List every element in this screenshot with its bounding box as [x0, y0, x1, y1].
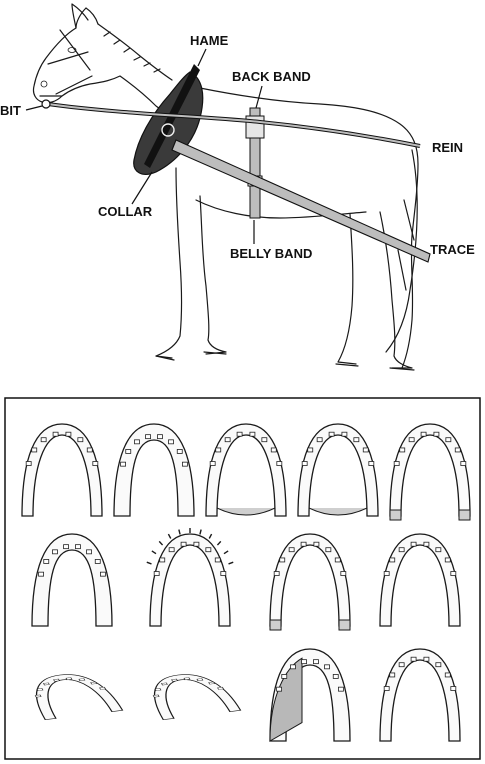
horseshoe: [379, 533, 461, 627]
label-belly-band: BELLY BAND: [230, 246, 312, 261]
horseshoe: [152, 674, 242, 721]
horse-tail: [385, 149, 418, 353]
bridle: [39, 29, 93, 97]
harness: [41, 64, 431, 263]
arrow-bit: [25, 105, 43, 111]
horseshoe: [34, 674, 124, 721]
label-back-band: BACK BAND: [232, 69, 311, 84]
label-hame: HAME: [190, 33, 229, 48]
arrow-hame: [197, 48, 207, 67]
horseshoe: [113, 423, 195, 517]
back-band-strap: [249, 107, 261, 219]
horse-illustration: [32, 3, 419, 371]
horseshoe: [269, 648, 351, 742]
horse-mane: [97, 23, 173, 81]
horseshoe: [146, 528, 234, 627]
hame-ring: [161, 123, 175, 137]
horseshoe: [297, 423, 379, 517]
horse-hooves: [155, 351, 415, 371]
horseshoe: [31, 533, 113, 627]
horse-ear: [71, 3, 99, 29]
horse-hind-legs: [337, 211, 413, 369]
arrow-collar: [131, 171, 153, 205]
horse-head-outline: [32, 7, 191, 118]
label-rein: REIN: [432, 140, 463, 155]
horseshoe-collection: [21, 423, 471, 742]
horseshoe: [269, 533, 351, 631]
rein-strap-inner: [47, 103, 421, 147]
horseshoe: [389, 423, 471, 521]
horseshoe: [205, 423, 287, 517]
horse-back-outline: [199, 87, 419, 369]
bit-ring: [41, 99, 51, 109]
label-collar: COLLAR: [98, 204, 153, 219]
horse-nostril: [40, 80, 48, 88]
label-bit: BIT: [0, 103, 21, 118]
harness-labels: HAME BACK BAND BIT REIN COLLAR BELLY BAN…: [0, 33, 475, 261]
arrow-back-band: [255, 85, 263, 109]
horseshoe: [21, 423, 103, 517]
label-trace: TRACE: [430, 242, 475, 257]
horse-eye: [67, 47, 77, 53]
trace-strap: [171, 139, 431, 263]
horseshoe: [379, 648, 461, 742]
horse-front-legs: [155, 167, 227, 359]
